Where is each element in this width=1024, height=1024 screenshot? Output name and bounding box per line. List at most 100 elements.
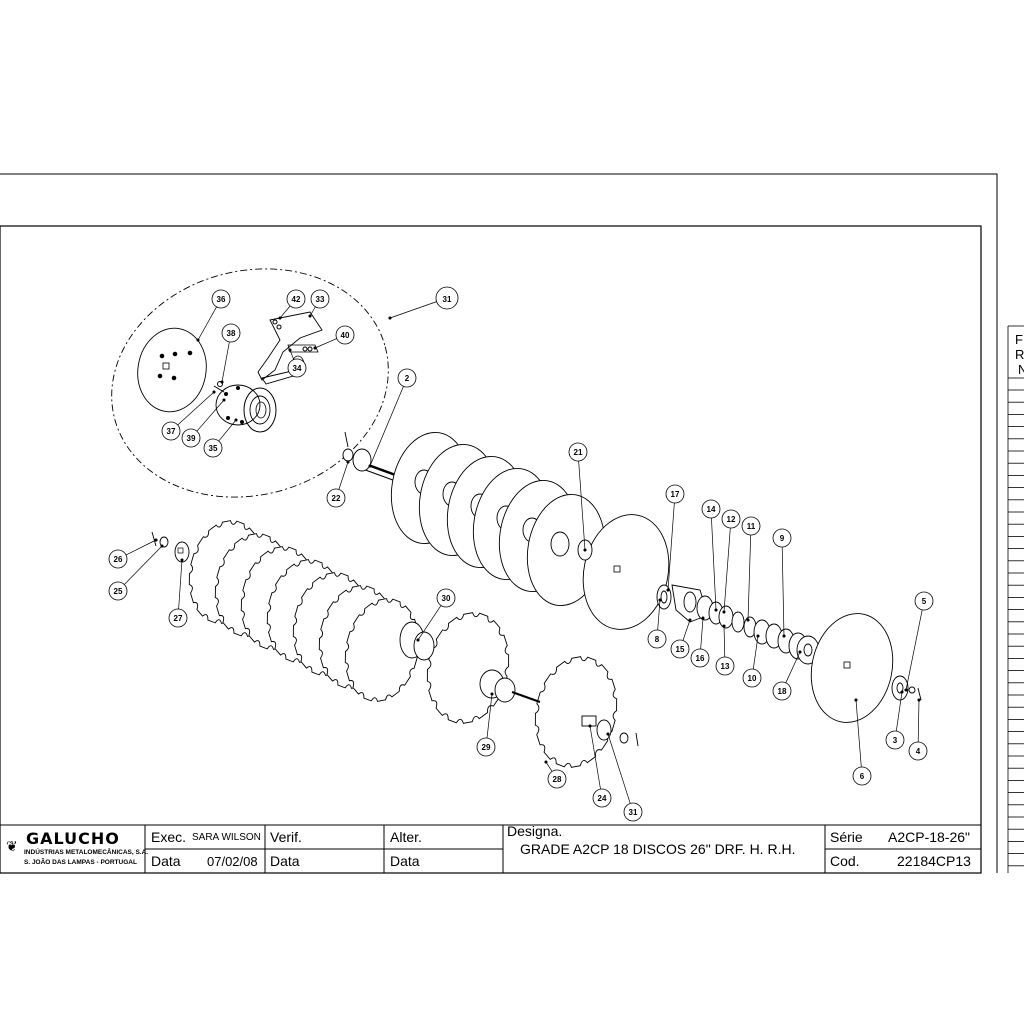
verif-data-label: Data — [270, 853, 300, 869]
callout-34: 34 — [287, 348, 307, 378]
exec-label: Exec. — [151, 829, 187, 845]
callout-29: 29 — [476, 692, 496, 757]
callout-number: 31 — [629, 808, 638, 817]
callout-16: 16 — [690, 616, 710, 668]
callout-24: 24 — [588, 724, 612, 808]
exec-value: SARA WILSON — [192, 832, 261, 843]
callout-31: 31 — [388, 286, 459, 320]
callout-number: 14 — [707, 505, 716, 514]
callout-number: 35 — [209, 444, 218, 453]
callout-15: 15 — [670, 618, 692, 659]
designa-label: Designa. — [507, 823, 563, 839]
alter-data-label: Data — [390, 853, 420, 869]
side-table — [1007, 325, 1024, 873]
serie-value: A2CP-18-26" — [888, 829, 971, 845]
logo-emblem-icon: ❦ — [6, 838, 18, 854]
notched-disc — [344, 598, 420, 702]
callout-number: 39 — [187, 434, 196, 443]
disc-gang — [342, 431, 670, 630]
callout-8: 8 — [647, 598, 667, 649]
callout-27: 27 — [168, 558, 188, 628]
callout-number: 26 — [114, 555, 123, 564]
callout-number: 4 — [916, 747, 921, 756]
callout-number: 5 — [922, 597, 927, 606]
callout-25: 25 — [108, 544, 164, 601]
callout-21: 21 — [568, 442, 588, 552]
callout-30: 30 — [416, 588, 456, 642]
callout-10: 10 — [742, 634, 762, 688]
alter-label: Alter. — [390, 829, 422, 845]
bearing-assembly — [656, 584, 922, 723]
callout-37: 37 — [161, 390, 216, 441]
side-table-label-1: F — [1015, 332, 1023, 347]
callout-39: 39 — [181, 398, 226, 448]
callout-number: 3 — [893, 736, 898, 745]
company-logo: GALUCHO — [26, 829, 120, 848]
callout-33: 33 — [308, 289, 330, 318]
callout-number: 2 — [405, 374, 410, 383]
company-line2: S. JOÃO DAS LAMPAS - PORTUGAL — [24, 859, 137, 866]
callout-number: 18 — [778, 687, 787, 696]
cod-label: Cod. — [830, 853, 860, 869]
callout-number: 16 — [696, 654, 705, 663]
callout-number: 31 — [443, 295, 452, 304]
callout-number: 36 — [217, 295, 226, 304]
callout-number: 8 — [655, 635, 660, 644]
callout-17: 17 — [665, 484, 685, 592]
callout-38: 38 — [220, 323, 241, 384]
callout-31: 31 — [606, 732, 643, 822]
callout-12: 12 — [721, 509, 741, 614]
callout-number: 40 — [341, 331, 350, 340]
callout-26: 26 — [108, 538, 158, 569]
callout-number: 33 — [316, 295, 325, 304]
callout-number: 17 — [671, 490, 680, 499]
callout-11: 11 — [741, 516, 761, 622]
callout-4: 4 — [908, 698, 928, 761]
callout-9: 9 — [772, 528, 792, 638]
callout-number: 38 — [227, 329, 236, 338]
callout-number: 11 — [747, 522, 756, 531]
callout-36: 36 — [196, 289, 231, 342]
data-value: 07/02/08 — [207, 854, 258, 869]
callout-28: 28 — [544, 760, 567, 789]
cod-value: 22184CP13 — [897, 853, 971, 869]
callout-number: 37 — [167, 427, 176, 436]
callout-5: 5 — [904, 591, 934, 692]
side-table-label-3: N — [1018, 362, 1024, 377]
callout-number: 9 — [780, 534, 785, 543]
callout-3: 3 — [885, 690, 905, 750]
callout-number: 6 — [860, 772, 865, 781]
callout-13: 13 — [715, 624, 735, 676]
callout-number: 30 — [442, 594, 451, 603]
callout-40: 40 — [313, 325, 355, 350]
detail-31 — [111, 268, 389, 498]
callout-35: 35 — [203, 418, 238, 458]
callout-22: 22 — [326, 460, 350, 508]
callout-18: 18 — [772, 650, 802, 701]
callout-number: 15 — [676, 645, 685, 654]
notched-disc-spaced — [426, 612, 510, 724]
callout-2: 2 — [368, 368, 417, 468]
callout-number: 34 — [293, 364, 302, 373]
callout-6: 6 — [852, 698, 872, 786]
callout-number: 28 — [553, 775, 562, 784]
callout-number: 21 — [574, 448, 583, 457]
data-label: Data — [151, 853, 181, 869]
notched-disc-spaced — [534, 656, 618, 768]
callout-number: 42 — [292, 295, 301, 304]
callout-42: 42 — [278, 289, 306, 320]
notched-gang — [151, 520, 639, 768]
callout-number: 24 — [598, 794, 607, 803]
callout-number: 10 — [748, 674, 757, 683]
serie-label: Série — [830, 829, 863, 845]
callout-number: 25 — [114, 587, 123, 596]
callout-number: 13 — [721, 662, 730, 671]
callout-number: 27 — [174, 614, 183, 623]
callout-number: 12 — [727, 515, 736, 524]
designa-value: GRADE A2CP 18 DISCOS 26" DRF. H. R.H. — [520, 841, 796, 857]
company-line1: INDÚSTRIAS METALOMECÂNICAS, S.A. — [24, 849, 149, 856]
callout-number: 29 — [482, 743, 491, 752]
callout-14: 14 — [701, 499, 721, 612]
